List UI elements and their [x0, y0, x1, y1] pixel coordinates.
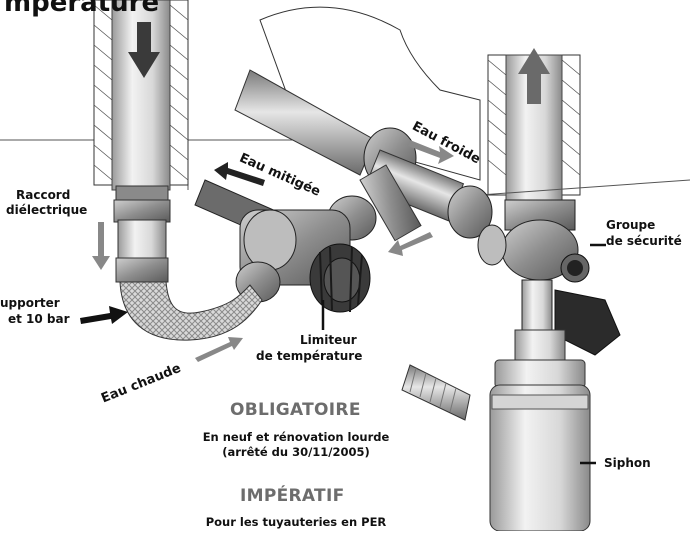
pressure-arrow-icon: [80, 306, 128, 324]
cold-flow-arrow-icon: [408, 140, 454, 164]
supporter-label-line2: et 10 bar: [8, 312, 70, 326]
limiteur-label-line1: Limiteur: [300, 333, 357, 347]
raccord-label-line2: diélectrique: [6, 203, 88, 217]
hot-flow-arrow-icon: [195, 337, 243, 362]
imperatif-heading: IMPÉRATIF: [240, 486, 345, 506]
page-title: mpérature: [4, 0, 160, 18]
leader-lines: [321, 243, 606, 465]
cold-inlet-pipe: [479, 54, 690, 206]
obligatoire-heading: OBLIGATOIRE: [230, 400, 361, 420]
up-arrow-icon: [518, 48, 550, 104]
braided-hose: [119, 281, 263, 341]
obligatoire-detail-2: (arrêté du 30/11/2005): [222, 445, 370, 459]
tee-fitting: [327, 127, 493, 242]
groupe-label-line2: de sécurité: [606, 234, 682, 248]
groupe-label-line1: Groupe: [606, 218, 656, 232]
mixed-flow-arrow-icon: [214, 162, 265, 186]
siphon-label: Siphon: [604, 456, 651, 470]
obligatoire-detail-1: En neuf et rénovation lourde: [202, 430, 390, 444]
flow-arrows: [80, 140, 454, 362]
imperatif-detail: Pour les tuyauteries en PER: [205, 515, 387, 529]
limiteur-label-line2: de température: [256, 349, 363, 363]
raccord-label-line1: Raccord: [16, 188, 71, 202]
hot-inlet-pipe: [93, 0, 189, 283]
cold-in-arrow-icon: [388, 232, 433, 256]
down-arrow-icon: [128, 22, 160, 78]
siphon: [401, 329, 591, 532]
wall-panel: [259, 6, 481, 181]
supporter-label-line1: upporter: [0, 296, 60, 310]
safety-group: [477, 199, 621, 356]
hot-down-arrow-icon: [92, 222, 110, 270]
